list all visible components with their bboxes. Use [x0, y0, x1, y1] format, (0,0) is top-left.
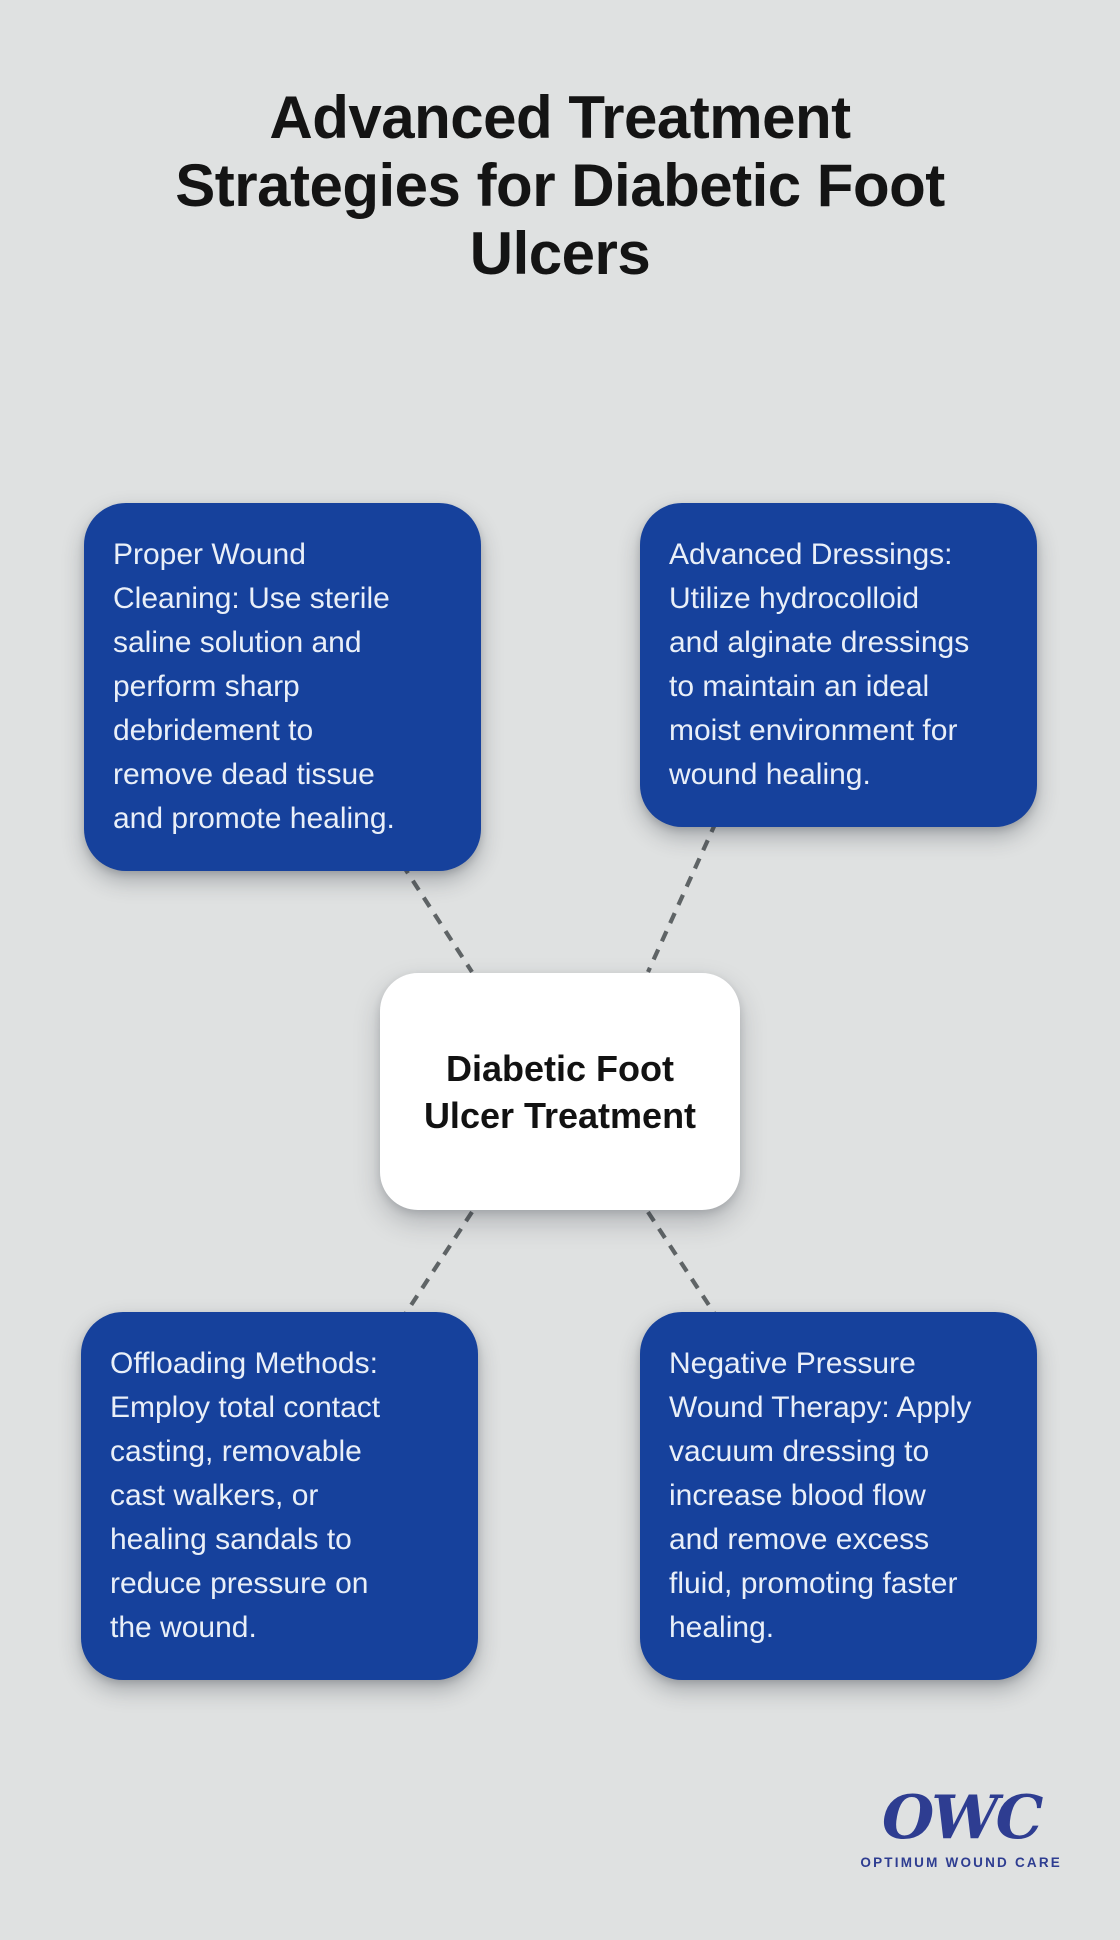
brand-logo: OWC OPTIMUM WOUND CARE	[860, 1786, 1062, 1870]
node-offloading-methods-text: Offloading Methods: Employ total contact…	[110, 1347, 381, 1644]
owc-logo-tagline: OPTIMUM WOUND CARE	[860, 1855, 1062, 1870]
node-advanced-dressings: Advanced Dressings: Utilize hydrocolloid…	[640, 503, 1037, 827]
node-negative-pressure-wound-therapy-text: Negative Pressure Wound Therapy: Apply v…	[669, 1347, 972, 1644]
connector-line-bottom-left	[402, 1210, 474, 1318]
connector-line-top-left	[400, 862, 474, 974]
connector-line-bottom-right	[646, 1210, 718, 1318]
node-negative-pressure-wound-therapy: Negative Pressure Wound Therapy: Apply v…	[640, 1312, 1037, 1680]
node-offloading-methods: Offloading Methods: Employ total contact…	[81, 1312, 478, 1680]
connector-line-top-right	[646, 821, 718, 973]
node-proper-wound-cleaning-text: Proper Wound Cleaning: Use sterile salin…	[113, 538, 395, 835]
owc-logo-monogram: OWC	[882, 1783, 1043, 1853]
page-title: Advanced Treatment Strategies for Diabet…	[175, 84, 945, 287]
center-node-label: Diabetic Foot Ulcer Treatment	[423, 1047, 697, 1136]
node-proper-wound-cleaning: Proper Wound Cleaning: Use sterile salin…	[84, 503, 481, 871]
center-node: Diabetic Foot Ulcer Treatment	[380, 973, 740, 1210]
node-advanced-dressings-text: Advanced Dressings: Utilize hydrocolloid…	[669, 538, 970, 791]
